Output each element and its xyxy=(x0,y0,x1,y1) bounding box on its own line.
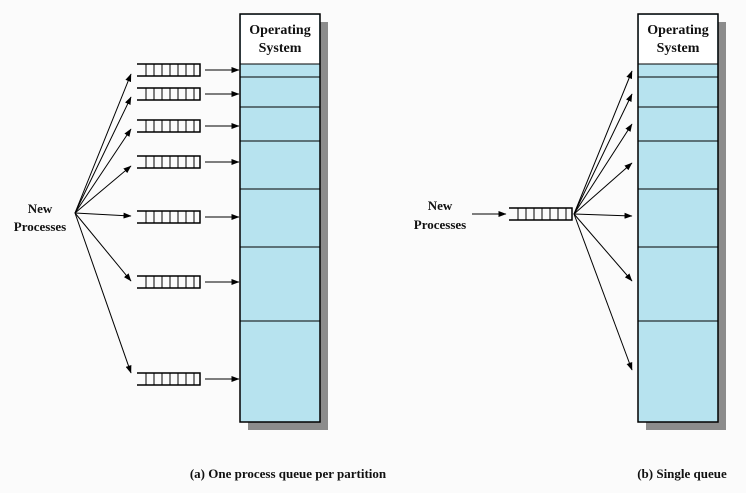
single-process-queue xyxy=(509,207,573,221)
memory-block-a: Operating System xyxy=(239,13,328,430)
new-processes-label-line1-b: New xyxy=(428,198,453,213)
fan-arrow xyxy=(74,165,132,214)
caption-b: (b) Single queue xyxy=(637,466,727,481)
process-queue xyxy=(137,63,201,77)
memory-block-b: Operating System xyxy=(637,13,726,430)
panel-a: Operating System New Processes xyxy=(14,13,387,481)
new-processes-label-line2-b: Processes xyxy=(414,217,466,232)
new-processes-label-line2-a: Processes xyxy=(14,219,66,234)
process-queue xyxy=(137,87,201,101)
fan-arrow xyxy=(74,212,132,374)
queue-to-partition-arrow xyxy=(573,212,633,219)
os-region-b xyxy=(639,15,717,64)
memory-outline-a xyxy=(239,13,321,423)
queue-to-partition-arrow xyxy=(573,70,633,215)
fan-arrow xyxy=(74,96,132,214)
queue-to-partition-arrow xyxy=(573,213,633,282)
fan-arrow xyxy=(74,128,132,214)
queue-to-partition-arrow xyxy=(573,123,633,215)
os-label-line2-b: System xyxy=(657,41,700,56)
panel-b: Operating System New Processes (b) Singl… xyxy=(414,13,727,481)
process-queue xyxy=(137,155,201,169)
os-label-line2-a: System xyxy=(259,41,302,56)
process-queue xyxy=(137,119,201,133)
os-label-line1-b: Operating xyxy=(647,23,708,38)
memory-outline-b xyxy=(637,13,719,423)
process-queue xyxy=(137,372,201,386)
queue-to-partition-arrow xyxy=(573,213,633,371)
os-region-a xyxy=(241,15,319,64)
fan-arrow xyxy=(74,212,132,219)
process-queue xyxy=(137,210,201,224)
queue-to-partition-arrow xyxy=(573,162,633,215)
fan-arrow xyxy=(74,73,132,214)
queue-to-partition-arrow xyxy=(573,93,633,215)
process-queue xyxy=(137,275,201,289)
caption-a: (a) One process queue per partition xyxy=(190,466,387,481)
os-label-line1-a: Operating xyxy=(249,23,310,38)
new-processes-label-line1-a: New xyxy=(28,201,53,216)
fan-arrow xyxy=(74,212,132,282)
